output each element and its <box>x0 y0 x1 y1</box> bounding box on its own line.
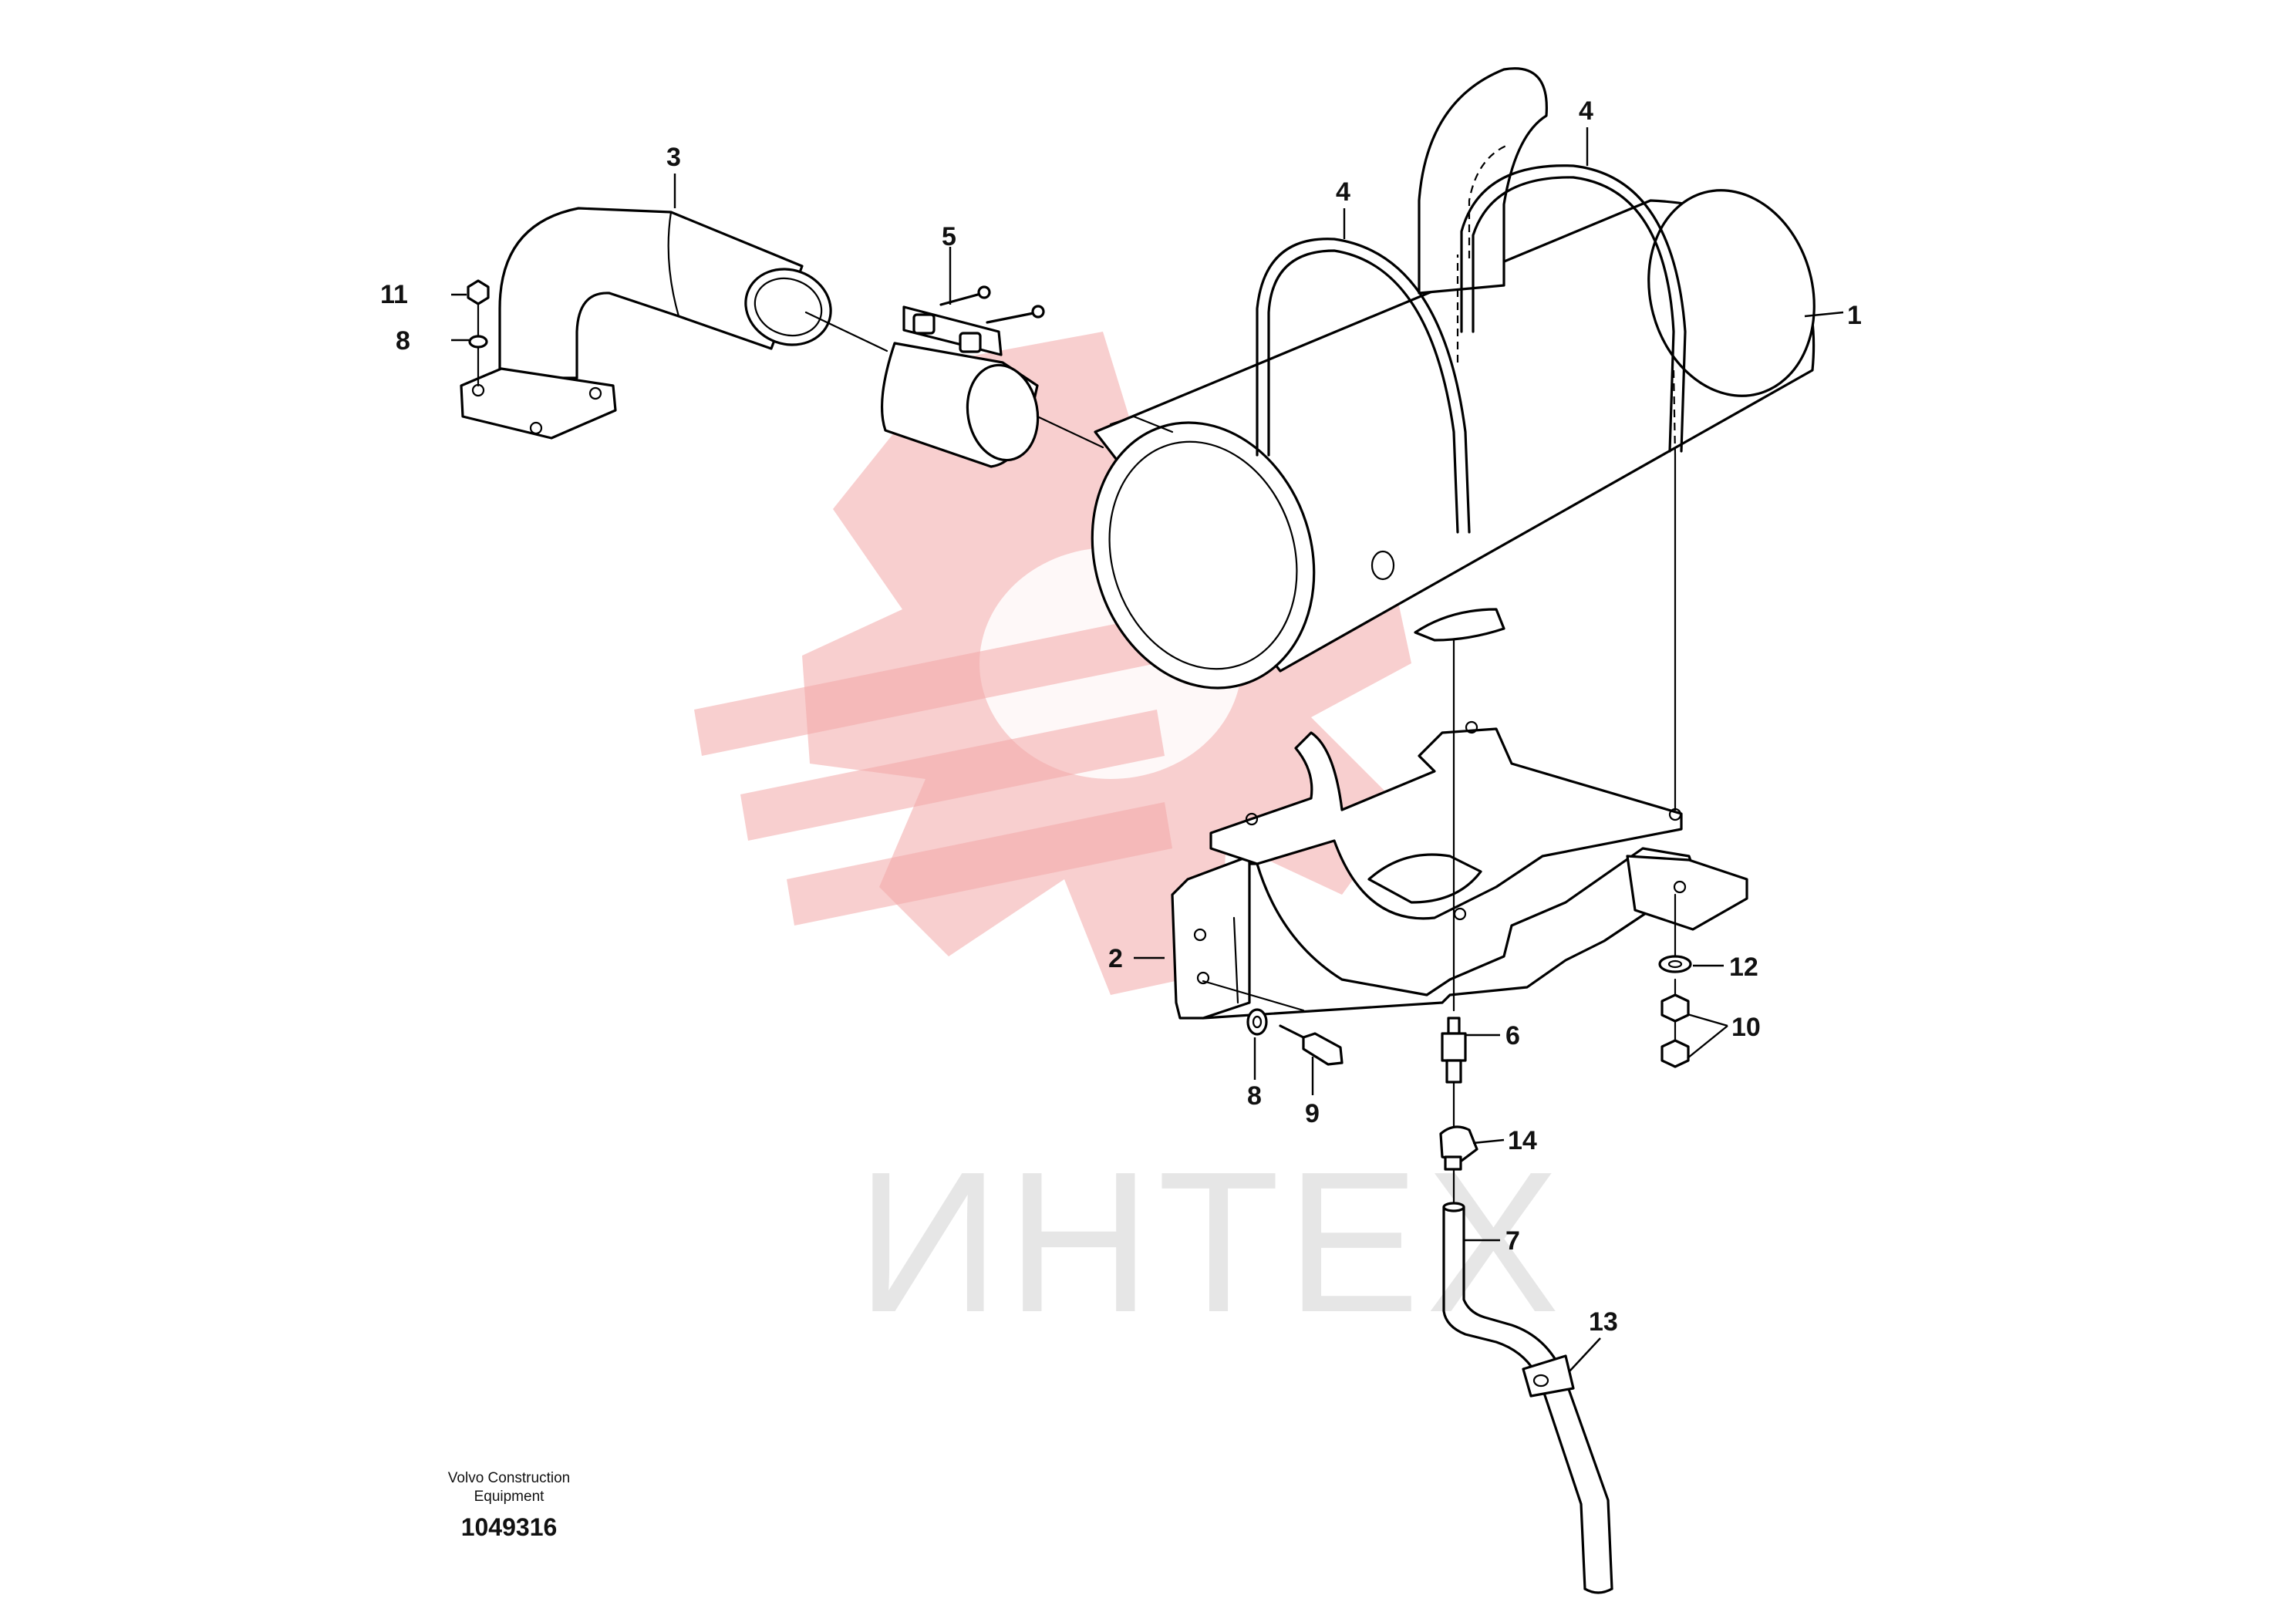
callout-7: 7 <box>1505 1226 1520 1256</box>
callout-5: 5 <box>942 222 956 251</box>
callouts: 1 2 3 4 4 5 6 7 8 8 9 10 11 12 13 14 <box>380 96 1862 1337</box>
publisher-line-1: Volvo Construction <box>447 1470 571 1486</box>
nipple-6 <box>1441 1017 1467 1084</box>
leader-lines <box>451 127 1844 1372</box>
callout-4-left: 4 <box>1336 177 1350 207</box>
callout-9: 9 <box>1305 1099 1320 1128</box>
callout-10: 10 <box>1731 1013 1761 1042</box>
callout-8-right: 8 <box>1247 1081 1262 1111</box>
publisher-line-2: Equipment <box>474 1489 544 1505</box>
callout-1: 1 <box>1847 301 1862 330</box>
callout-14: 14 <box>1508 1126 1537 1155</box>
u-bolt-right <box>1460 164 1687 456</box>
hose-clamp-13 <box>1522 1354 1575 1398</box>
callout-6: 6 <box>1505 1021 1520 1050</box>
washer-8-right <box>1246 1008 1268 1036</box>
nut-11 <box>467 279 490 305</box>
publisher-label: Volvo Construction Equipment <box>401 1469 617 1506</box>
callout-11: 11 <box>380 280 408 309</box>
bracket <box>1171 720 1748 1020</box>
washer-8-left <box>468 335 488 349</box>
hose-clip-14 <box>1439 1125 1478 1171</box>
callout-13: 13 <box>1589 1307 1618 1337</box>
nut-10-upper <box>1660 993 1690 1023</box>
screw-9 <box>1279 1024 1344 1066</box>
callout-12: 12 <box>1729 953 1758 982</box>
drawing-number: 1049316 <box>460 1513 558 1541</box>
callout-3: 3 <box>666 143 681 172</box>
washer-12 <box>1658 955 1692 973</box>
clamp <box>880 285 1045 468</box>
u-bolt-left <box>1256 238 1471 534</box>
watermark-text: ИНТЕХ <box>856 1131 1566 1354</box>
nut-10-lower <box>1660 1039 1690 1068</box>
callout-8-left: 8 <box>396 326 410 356</box>
exhaust-pipe <box>460 207 832 440</box>
callout-4-right: 4 <box>1579 96 1593 126</box>
callout-2: 2 <box>1108 944 1123 973</box>
